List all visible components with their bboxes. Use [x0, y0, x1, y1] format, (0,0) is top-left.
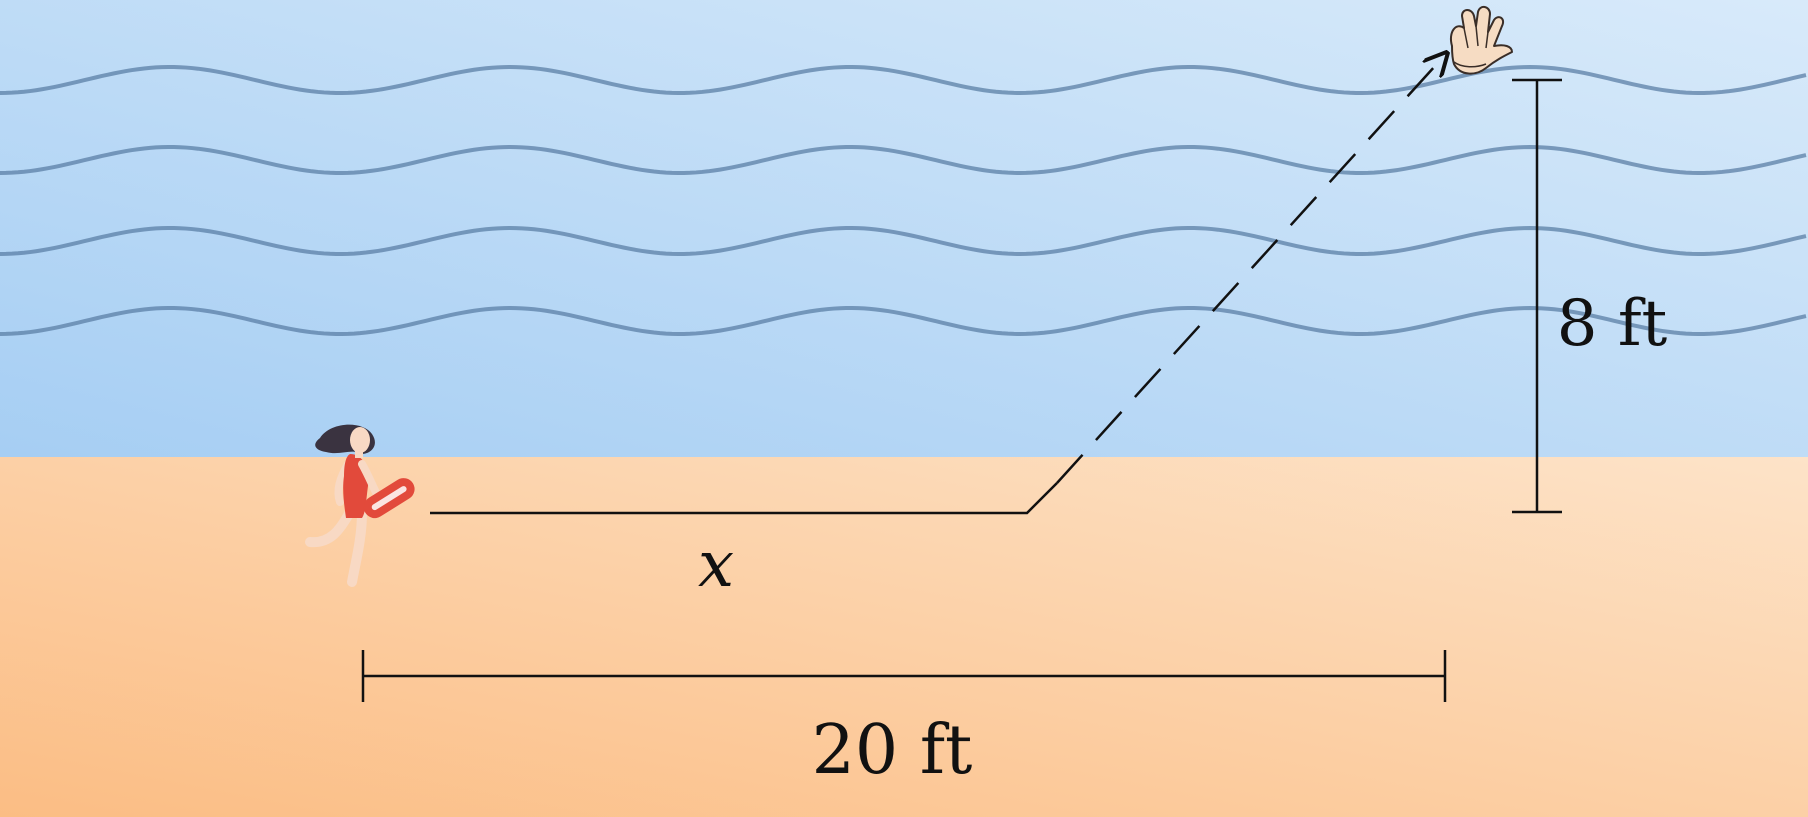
beach-run-path: [430, 482, 1058, 515]
wave-line: [0, 225, 1807, 257]
x-distance-label: x: [698, 528, 734, 602]
swim-path-dashed: [1056, 55, 1445, 484]
wave-lines: [0, 64, 1807, 337]
wave-line: [0, 305, 1807, 337]
wave-line: [0, 144, 1807, 176]
waving-hand-icon: [1450, 6, 1513, 75]
total-distance-label: 20 ft: [812, 711, 973, 790]
running-lifeguard-icon: [305, 424, 415, 587]
wave-line: [0, 64, 1807, 96]
sand-region: [0, 457, 1808, 817]
offshore-distance-label: 8 ft: [1557, 287, 1668, 361]
offshore-dimension: [1512, 78, 1562, 514]
total-distance-dimension: [361, 650, 1447, 702]
